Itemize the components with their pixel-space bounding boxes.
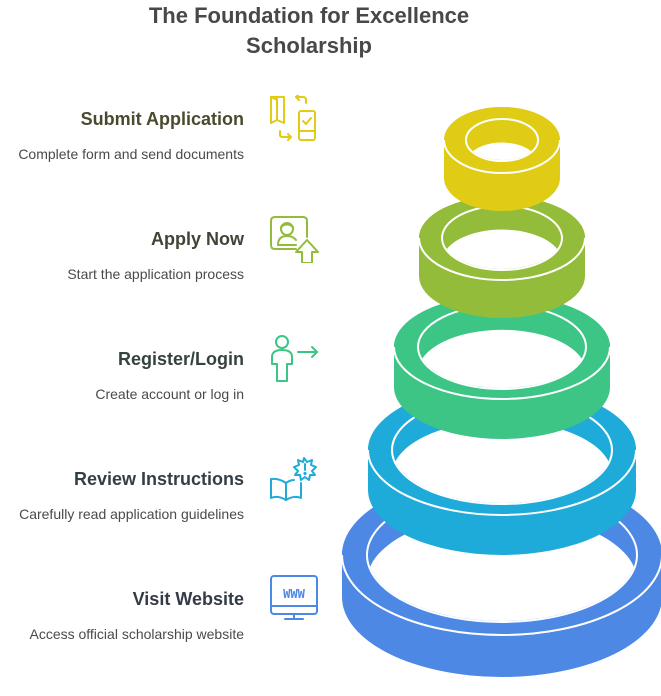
book-alert-icon [266, 454, 322, 502]
step-heading: Review Instructions [73, 469, 244, 489]
step-heading: Register/Login [117, 349, 244, 369]
title-line-2: Scholarship [246, 33, 372, 58]
www-label: WWW [283, 587, 305, 601]
title-line-1: The Foundation for Excellence [148, 3, 470, 28]
step-heading: Apply Now [151, 229, 244, 249]
website-monitor-icon: WWW [266, 574, 322, 622]
step-apply-now: Apply Now Start the application process [0, 228, 244, 283]
step-description: Carefully read application guidelines [19, 506, 244, 522]
ring-edge-line [341, 554, 661, 636]
document-exchange-icon [266, 95, 322, 143]
ring-edge-line [393, 346, 611, 400]
ring-edge-line [418, 237, 586, 281]
diagram-title: The Foundation for Excellence Scholarshi… [0, 0, 618, 61]
step-review-instructions: Review Instructions Carefully read appli… [0, 468, 244, 523]
ring-opening [443, 229, 561, 269]
user-login-icon [266, 334, 322, 382]
step-description: Access official scholarship website [29, 626, 244, 642]
user-upload-icon [266, 215, 322, 263]
ring-apply-now [418, 196, 586, 318]
ring-opening [419, 329, 585, 388]
step-submit-application: Submit Application Complete form and sen… [0, 108, 244, 163]
ring-register-login [393, 295, 611, 439]
step-description: Complete form and send documents [18, 146, 244, 162]
ring-edge-line [367, 449, 637, 516]
step-register-login: Register/Login Create account or log in [0, 348, 244, 403]
step-visit-website: Visit Website Access official scholarshi… [0, 588, 244, 643]
step-heading: Submit Application [80, 109, 244, 129]
step-heading: Visit Website [132, 589, 244, 609]
step-description: Create account or log in [95, 386, 244, 402]
ring-submit-application [443, 107, 561, 211]
step-description: Start the application process [67, 266, 244, 282]
ring-edge-line [443, 139, 561, 174]
ring-opening [467, 142, 537, 160]
